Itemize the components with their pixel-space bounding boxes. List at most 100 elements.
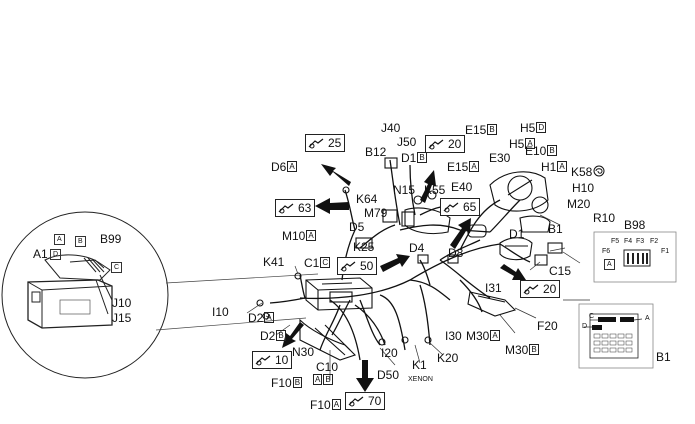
view-ref-label: 63: [298, 201, 312, 215]
label-xenon: XENON: [408, 376, 433, 383]
view-ref-label: 10: [275, 353, 289, 367]
direction-arrows: [282, 164, 526, 392]
b1-detail-c: C: [589, 313, 595, 320]
label-b99-a: A: [54, 234, 65, 245]
label-f20: F20: [537, 319, 558, 333]
label-b99-b: B: [75, 236, 86, 247]
label-d5: D5: [349, 220, 365, 234]
label-k41: K41: [263, 255, 285, 269]
b99-detail-circle: [1, 211, 319, 379]
direction-arrow-icon: [500, 264, 526, 280]
label-k58: K58: [571, 165, 593, 179]
view-ref-70[interactable]: 70: [345, 392, 386, 410]
view-ref-25[interactable]: 25: [305, 134, 346, 152]
spiral-symbol-icon: [593, 165, 605, 177]
view-ref-label: 65: [463, 200, 477, 214]
view-ref-label: 20: [448, 137, 462, 151]
label-d50: D50: [377, 368, 400, 382]
label-m20: M20: [567, 197, 591, 211]
leader-lines: [246, 214, 590, 380]
connector-view-icon: [278, 203, 294, 214]
label-r10: R10: [593, 211, 616, 225]
connector-view-icon: [340, 261, 356, 272]
fuse-f6: F6: [602, 248, 611, 255]
connector-view-icon: [308, 138, 324, 149]
direction-arrow-icon: [282, 322, 304, 348]
main-harness: [269, 159, 531, 361]
direction-arrow-icon: [321, 164, 351, 186]
label-k1: K1: [412, 358, 427, 372]
label-k55: K55: [424, 183, 446, 197]
connector-view-icon: [428, 139, 444, 150]
b1-detail-a: A: [645, 315, 650, 322]
b98-fusebox-detail: [593, 231, 677, 283]
label-d8: D8: [448, 246, 464, 260]
label-k25: K25: [353, 240, 375, 254]
label-d4: D4: [409, 241, 425, 255]
view-ref-63[interactable]: 63: [275, 199, 316, 217]
label-a1: A1: [33, 247, 48, 261]
b1-detail-d: D: [582, 323, 588, 330]
view-ref-10[interactable]: 10: [252, 351, 293, 369]
label-b99-d: D: [50, 249, 62, 260]
connector-view-icon: [523, 284, 539, 295]
connector-view-icon: [255, 355, 271, 366]
fuse-f5: F5: [611, 238, 620, 245]
label-k20: K20: [437, 351, 459, 365]
fuse-f2: F2: [650, 238, 659, 245]
direction-arrow-icon: [380, 254, 410, 272]
label-k64: K64: [356, 192, 378, 206]
label-b1-bottom: B1: [656, 350, 671, 364]
label-b98: B98: [624, 218, 646, 232]
direction-arrow-icon: [450, 218, 471, 249]
label-n15: N15: [393, 183, 416, 197]
view-ref-label: 25: [328, 136, 342, 150]
label-d1: D1: [509, 227, 525, 241]
label-e30: E30: [489, 151, 511, 165]
label-i10: I10: [212, 305, 229, 319]
label-h10: H10: [572, 181, 595, 195]
view-ref-20-right[interactable]: 20: [520, 280, 561, 298]
direction-arrow-icon: [420, 170, 436, 203]
label-b99-c: C: [111, 262, 123, 273]
fuse-f3: F3: [636, 238, 645, 245]
label-b99: B99: [100, 232, 122, 246]
label-m79: M79: [364, 206, 388, 220]
view-ref-50[interactable]: 50: [337, 257, 378, 275]
components: [256, 157, 563, 361]
label-j50: J50: [397, 135, 417, 149]
view-ref-label: 50: [360, 259, 374, 273]
label-c10: C10: [316, 360, 339, 374]
connector-view-icon: [443, 202, 459, 213]
fuse-f4: F4: [624, 238, 633, 245]
label-e40: E40: [451, 180, 473, 194]
b1-detail: [578, 303, 654, 369]
view-ref-label: 20: [543, 282, 557, 296]
label-j15: J15: [112, 311, 132, 325]
view-ref-20-top[interactable]: 20: [425, 135, 466, 153]
label-i20: I20: [381, 346, 398, 360]
direction-arrow-icon: [356, 360, 374, 392]
view-ref-label: 70: [368, 394, 382, 408]
fuse-a: A: [604, 259, 615, 270]
view-ref-65[interactable]: 65: [440, 198, 481, 216]
label-i30: I30: [445, 329, 462, 343]
label-b12: B12: [365, 145, 387, 159]
label-n30: N30: [292, 345, 315, 359]
